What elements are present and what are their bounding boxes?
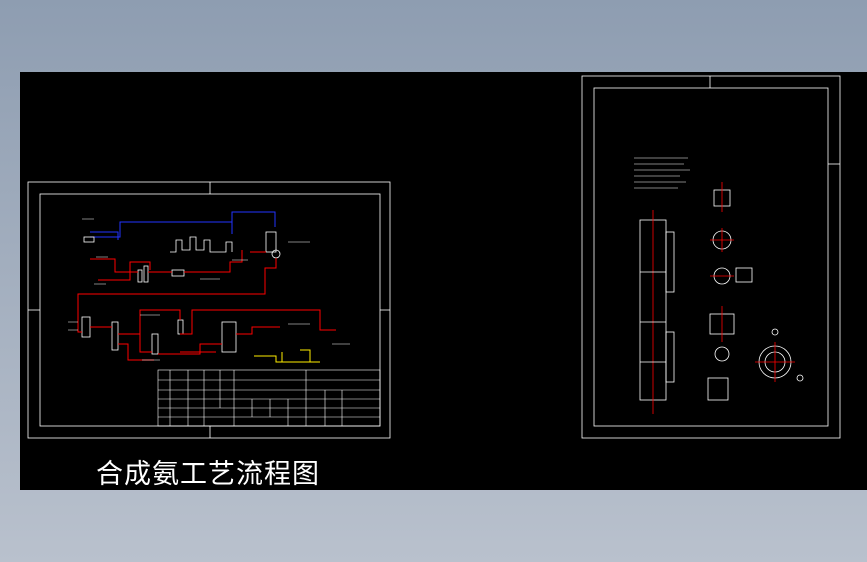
yellow-flow-lines <box>254 349 320 363</box>
detail-center-lines <box>710 182 795 382</box>
notes-block <box>634 157 690 189</box>
right-inner-frame <box>593 87 829 427</box>
right-outer-frame <box>581 75 841 439</box>
drawing <box>27 75 841 439</box>
equipment <box>81 231 281 355</box>
blue-flow-lines <box>90 211 276 240</box>
title-block <box>157 369 381 427</box>
right-sheet <box>581 75 841 439</box>
red-flow-lines <box>77 250 336 361</box>
column-vessel <box>639 210 675 414</box>
cad-canvas[interactable]: 合成氨工艺流程图 <box>20 72 867 490</box>
drawing-caption: 合成氨工艺流程图 <box>96 459 320 490</box>
annotation-marks <box>68 218 350 361</box>
detail-views <box>707 189 804 401</box>
